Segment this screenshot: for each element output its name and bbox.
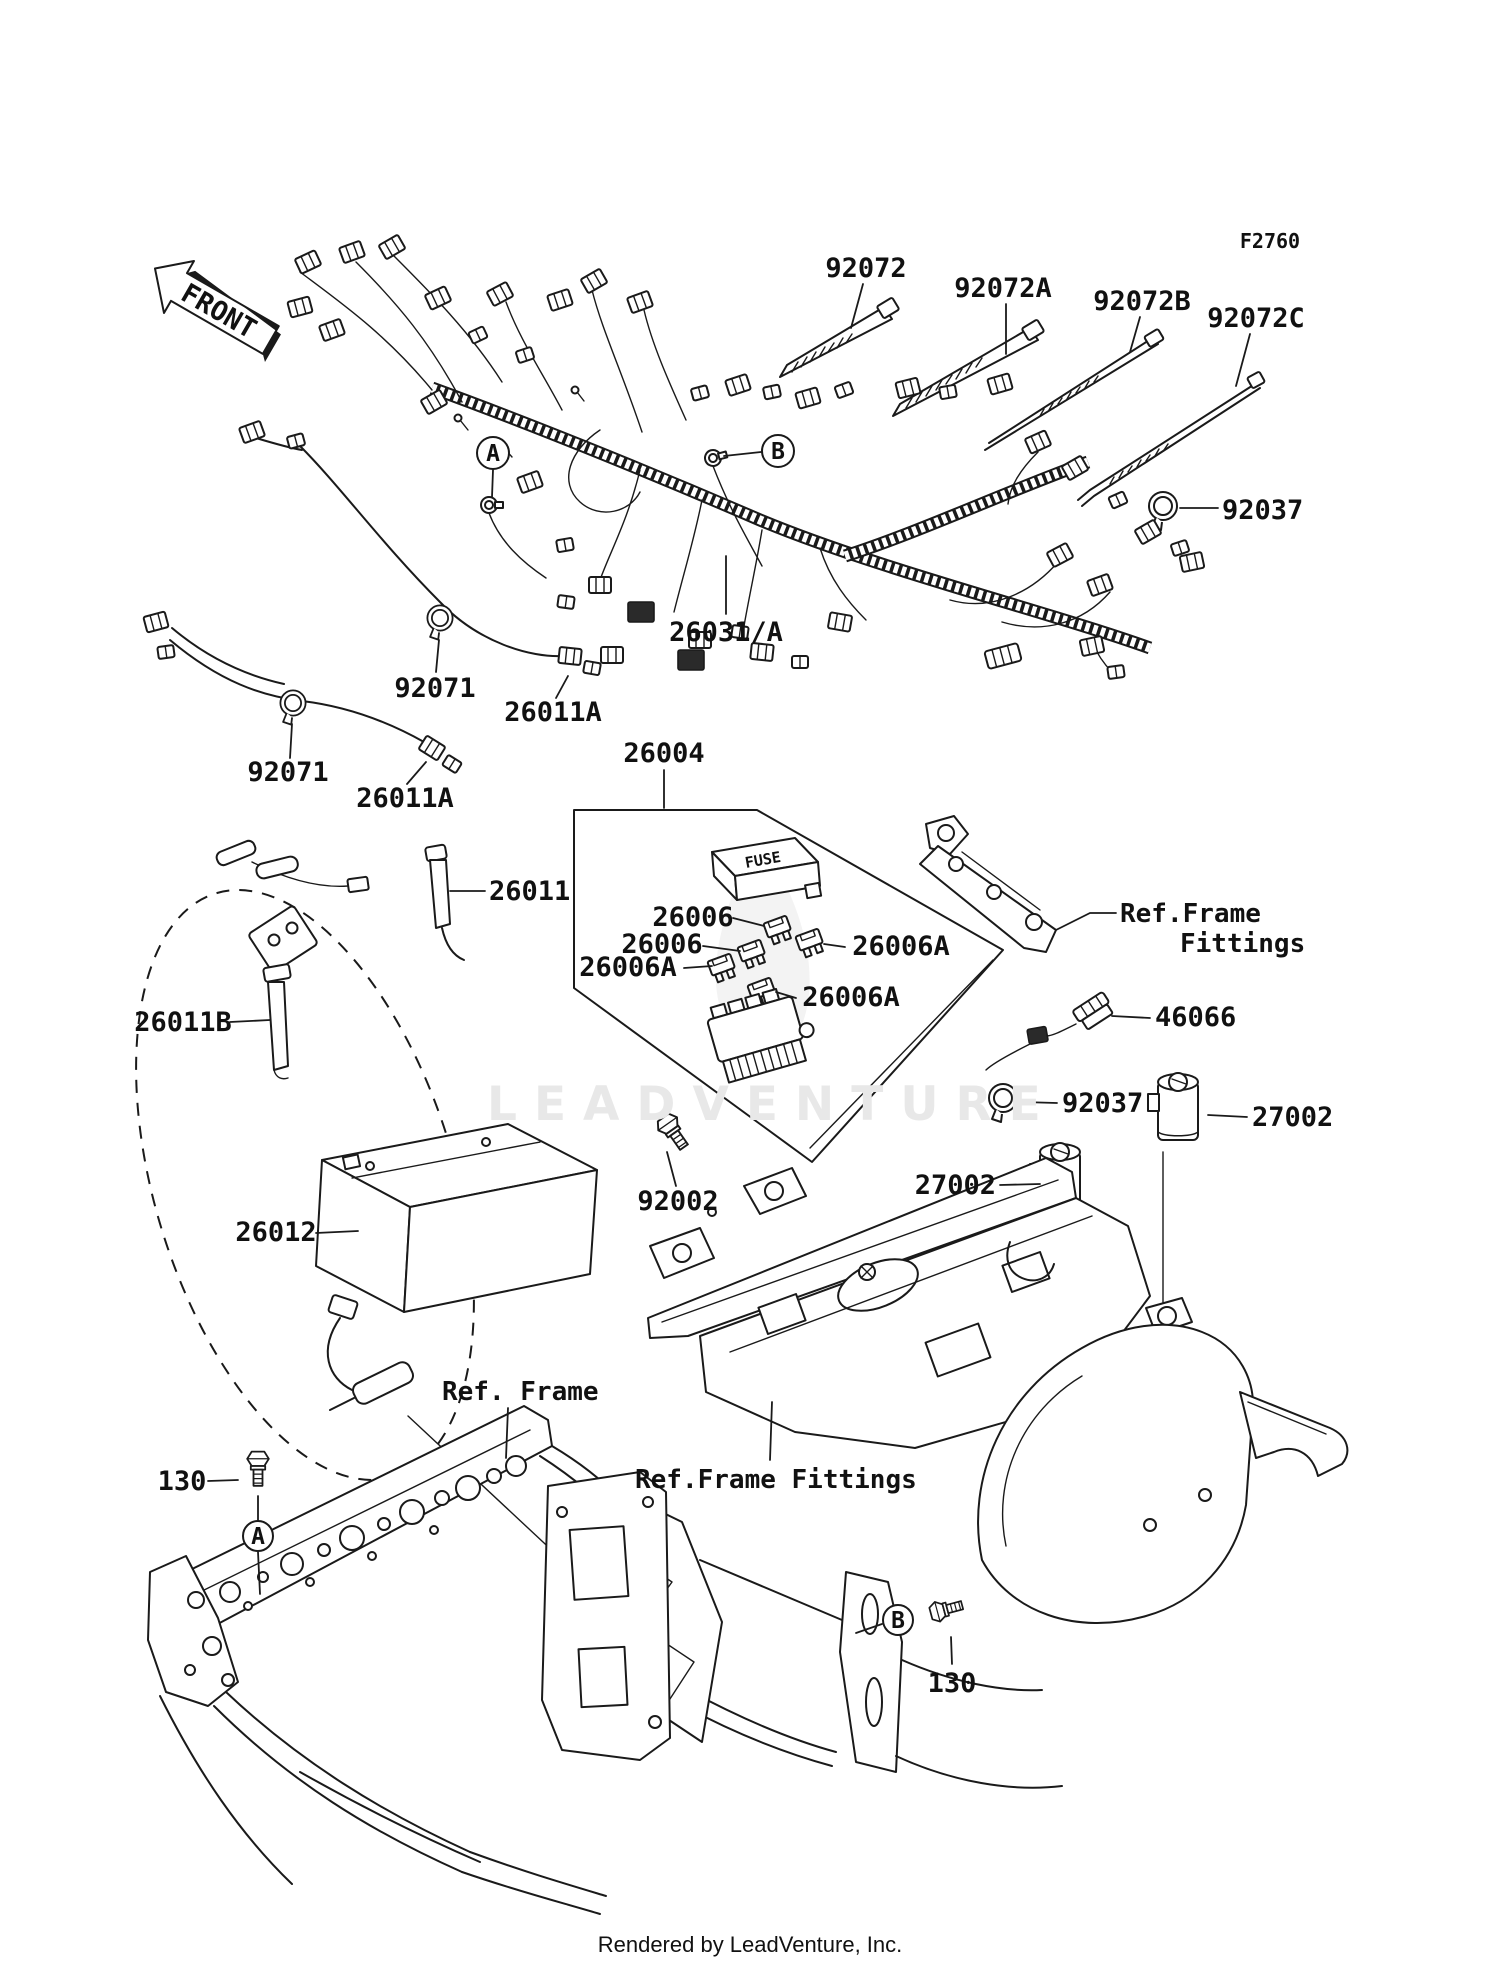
ref-frame-label: Ref. Frame — [442, 1377, 599, 1407]
fender-cover-shell — [977, 1323, 1349, 1624]
part-label-26011a-lower: 26011A — [356, 783, 454, 814]
part-label-92071-lower: 92071 — [247, 757, 328, 788]
part-label-26006-2: 26006 — [621, 929, 702, 960]
front-arrow-label: FRONT — [176, 278, 262, 345]
ref-frame-fittings-right-line2: Fittings — [1180, 929, 1305, 959]
fuse-box-text: FUSE — [744, 848, 783, 872]
frame-ref-frame — [147, 1405, 1063, 1915]
cable-tie-92072c — [1077, 371, 1266, 507]
leader-lines — [207, 283, 1251, 1665]
footer-credit: Rendered by LeadVenture, Inc. — [598, 1932, 903, 1957]
callout-b-bottom: B — [882, 1604, 914, 1636]
ref-frame-fittings-bottom-label: Ref.Frame Fittings — [635, 1465, 917, 1495]
part-label-92071-upper: 92071 — [394, 673, 475, 704]
fuse-assembly-26004: FUSE — [573, 809, 1004, 1163]
part-label-26006a-right: 26006A — [852, 931, 950, 962]
part-label-26011: 26011 — [489, 876, 570, 907]
part-label-92002: 92002 — [637, 1186, 718, 1217]
front-arrow: FRONT — [154, 260, 281, 363]
part-label-92072c: 92072C — [1207, 303, 1305, 334]
figure-code: F2760 — [1240, 229, 1300, 253]
leadventure-watermark: LEADVENTURE — [487, 1077, 1058, 1132]
clamp-icon-left-upper — [426, 604, 454, 641]
part-label-92072: 92072 — [825, 253, 906, 284]
callout-a-bottom: A — [242, 1520, 274, 1552]
part-label-26006a-bottom: 26006A — [802, 982, 900, 1013]
part-label-26011a-upper: 26011A — [504, 697, 602, 728]
callout-b-bottom-letter: B — [891, 1608, 905, 1634]
cable-26011a-upper — [237, 419, 602, 677]
clamp-icon-left-lower — [279, 689, 307, 726]
callout-b-top: B — [761, 434, 795, 468]
battery-vent-lead — [326, 1294, 559, 1557]
part-label-92072a: 92072A — [954, 273, 1052, 304]
connector-46066 — [985, 991, 1114, 1071]
battery-26012 — [315, 1123, 598, 1313]
ring-terminal-a — [480, 496, 504, 514]
callout-b-top-letter: B — [771, 439, 785, 465]
bolt-icon-130-left — [246, 1450, 270, 1487]
battery-cable-26011 — [215, 839, 465, 961]
part-label-46066: 46066 — [1155, 1002, 1236, 1033]
wiring-harness-26031 — [286, 233, 1206, 681]
ring-terminal-b — [702, 445, 730, 469]
part-label-92072b: 92072B — [1093, 286, 1191, 317]
part-label-26004: 26004 — [623, 738, 704, 769]
part-label-26012: 26012 — [235, 1217, 316, 1248]
cable-tie-92072a — [892, 319, 1045, 417]
part-label-26006-1: 26006 — [652, 902, 733, 933]
part-label-27002-right: 27002 — [1252, 1102, 1333, 1133]
fuse-box-icon: FUSE — [711, 837, 823, 901]
bolt-icon-130-bottom — [927, 1594, 966, 1625]
part-label-26011b: 26011B — [134, 1007, 232, 1038]
battery-cable-26011b — [248, 905, 318, 1080]
callout-a-bottom-letter: A — [251, 1524, 265, 1550]
part-label-130-bottom: 130 — [928, 1668, 977, 1699]
cable-tie-92072 — [779, 297, 900, 378]
callout-a-top: A — [476, 436, 510, 470]
part-label-92037-mid: 92037 — [1062, 1088, 1143, 1119]
cable-26011a-lower — [142, 610, 463, 775]
part-label-130-left: 130 — [158, 1466, 207, 1497]
junction-block-icon — [706, 987, 815, 1084]
callout-a-top-letter: A — [486, 441, 500, 467]
bracket-ref-frame-fittings — [919, 815, 1057, 953]
part-label-26006a-left: 26006A — [579, 952, 677, 983]
relay-icon-right — [1147, 1072, 1199, 1141]
cable-tie-92072b — [984, 328, 1165, 451]
ref-frame-fittings-right-line1: Ref.Frame — [1120, 899, 1261, 929]
part-label-26031: 26031/A — [669, 617, 783, 648]
part-label-92037-top: 92037 — [1222, 495, 1303, 526]
part-label-27002-left: 27002 — [915, 1170, 996, 1201]
